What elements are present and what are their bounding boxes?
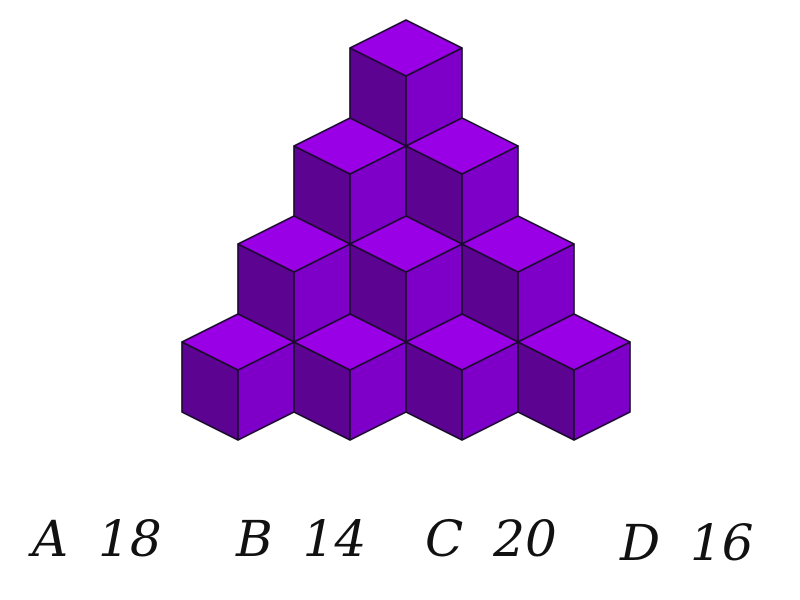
cube-r2-c2 bbox=[405, 117, 519, 245]
cube-r3-c1 bbox=[237, 215, 351, 343]
option-d-value: 16 bbox=[690, 514, 754, 572]
option-a-value: 18 bbox=[98, 510, 162, 568]
cube-r4-c2 bbox=[293, 313, 407, 441]
cube-r1-c1 bbox=[349, 19, 463, 147]
cube-r3-c2 bbox=[349, 215, 463, 343]
option-b-value: 14 bbox=[303, 510, 367, 568]
cube-r2-c1 bbox=[293, 117, 407, 245]
option-d[interactable]: D 16 bbox=[619, 514, 754, 572]
cube-top-face bbox=[517, 313, 631, 371]
option-a[interactable]: A 18 bbox=[28, 510, 162, 568]
option-c-letter: C bbox=[425, 510, 463, 568]
cube-pyramid bbox=[181, 19, 631, 441]
option-d-letter: D bbox=[619, 514, 660, 572]
cube-r4-c4 bbox=[517, 313, 631, 441]
cube-top-face bbox=[349, 215, 463, 273]
answer-options: A 18 B 14 C 20 D 16 bbox=[28, 510, 754, 572]
option-c[interactable]: C 20 bbox=[425, 510, 557, 568]
cube-top-face bbox=[293, 313, 407, 371]
cube-r4-c1 bbox=[181, 313, 295, 441]
option-c-value: 20 bbox=[492, 510, 557, 568]
option-a-letter: A bbox=[28, 510, 68, 568]
cube-top-face bbox=[237, 215, 351, 273]
cube-top-face bbox=[181, 313, 295, 371]
cube-r4-c3 bbox=[405, 313, 519, 441]
cube-top-face bbox=[405, 117, 519, 175]
option-b[interactable]: B 14 bbox=[235, 510, 366, 568]
cube-top-face bbox=[405, 313, 519, 371]
cube-top-face bbox=[461, 215, 575, 273]
cube-top-face bbox=[293, 117, 407, 175]
cube-top-face bbox=[349, 19, 463, 77]
option-b-letter: B bbox=[235, 510, 273, 568]
